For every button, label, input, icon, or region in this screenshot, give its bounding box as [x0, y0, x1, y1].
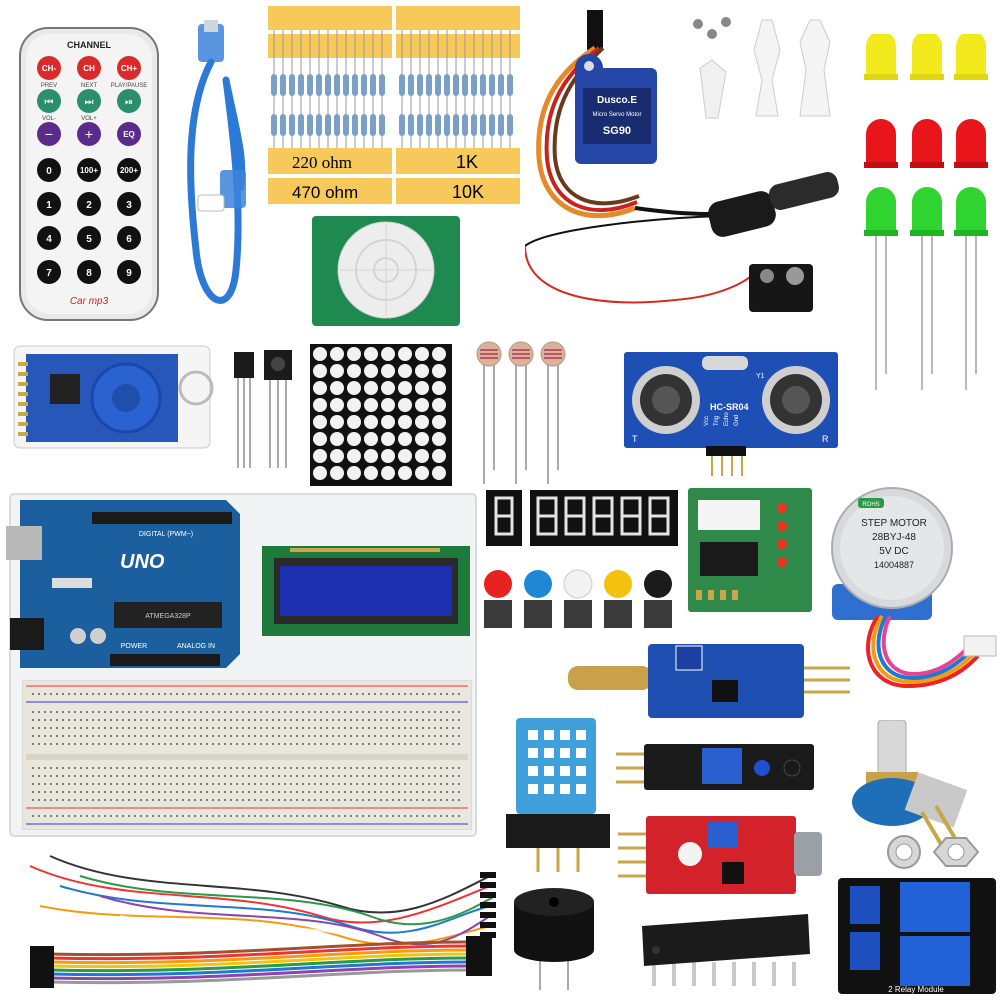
svg-text:7: 7	[46, 268, 52, 279]
buzzer	[514, 888, 594, 990]
svg-text:CH: CH	[83, 64, 95, 73]
svg-text:−: −	[45, 126, 53, 142]
svg-text:EQ: EQ	[123, 130, 135, 139]
svg-text:PLAY/PAUSE: PLAY/PAUSE	[111, 83, 147, 89]
svg-text:200+: 200+	[120, 166, 138, 175]
led-green-row	[864, 187, 988, 236]
rfid-module	[13, 345, 214, 449]
stepper-code: 14004887	[874, 560, 914, 570]
ultrasonic-model: HC-SR04	[710, 402, 749, 412]
seven-segment-displays	[486, 490, 678, 546]
remote-number-keys: 0 100+ 200+ 1 2 3 4 5 6 7 8 9	[37, 158, 141, 284]
photoresistors	[476, 341, 566, 484]
resistor-label-470: 470 ohm	[292, 183, 358, 202]
relay-label: 2 Relay Module	[888, 985, 944, 994]
svg-text:Vcc: Vcc	[704, 416, 710, 426]
svg-text:+: +	[85, 126, 93, 142]
svg-text:PREV: PREV	[41, 83, 57, 89]
uno-logo: UNO	[120, 551, 165, 573]
svg-text:Echo: Echo	[724, 412, 730, 426]
washer-and-nut	[887, 835, 980, 869]
servo-and-power: Dusco.E Micro Servo Motor SG90	[525, 10, 839, 312]
ir-obstacle-sensor	[616, 744, 814, 790]
svg-text:VOL+: VOL+	[81, 116, 97, 122]
led-yellow-row	[864, 34, 988, 80]
uno-power-label: POWER	[121, 643, 147, 650]
svg-text:⏯: ⏯	[125, 97, 133, 108]
svg-text:⏭: ⏭	[85, 97, 94, 108]
potentiometer	[852, 720, 968, 848]
svg-text:100+: 100+	[80, 166, 98, 175]
remote-brand: Car mp3	[70, 296, 109, 307]
uno-digital-label: DIGITAL (PWM~)	[139, 531, 193, 538]
usb-cable	[187, 20, 246, 304]
svg-text:⏮: ⏮	[45, 97, 54, 108]
svg-text:CH+: CH+	[121, 64, 138, 73]
led-dot-matrix	[310, 344, 452, 486]
tactile-buttons	[484, 569, 672, 628]
lcd-1602-module	[262, 546, 470, 636]
svg-text:T: T	[632, 434, 638, 444]
svg-text:0: 0	[46, 166, 52, 177]
svg-text:4: 4	[46, 234, 52, 245]
relay-module: 2 Relay Module	[838, 878, 996, 994]
pir-sensor	[312, 216, 460, 326]
uno-chip-label: ATMEGA328P	[145, 613, 191, 620]
resistor-label-1k: 1K	[456, 152, 478, 172]
shift-register-ic	[642, 914, 810, 986]
arduino-uno-board: ATMEGA328P DIGITAL (PWM~) UNO POWER ANAL…	[6, 500, 240, 668]
svg-text:Gnd: Gnd	[734, 415, 740, 426]
breadboard	[22, 680, 472, 830]
stepper-line3: 5V DC	[879, 546, 908, 557]
remote-header: CHANNEL	[67, 40, 112, 50]
remote-row3: − + EQ	[37, 122, 141, 146]
remote-row1: CH- CH CH+ PREV NEXT PLAY/PAUSE	[37, 56, 147, 89]
svg-text:NEXT: NEXT	[81, 83, 97, 89]
led-set	[864, 34, 988, 390]
servo-subtitle: Micro Servo Motor	[592, 112, 641, 118]
servo-horns	[693, 17, 831, 119]
resistor-label-220: 220 ohm	[292, 153, 352, 172]
svg-text:9: 9	[126, 268, 132, 279]
led-red-row	[864, 119, 988, 168]
svg-text:CH-: CH-	[42, 64, 57, 73]
svg-text:2: 2	[86, 200, 92, 211]
ultrasonic-sensor: Y1 HC-SR04 Vcc Trig Echo Gnd T R	[624, 352, 838, 476]
svg-text:Trig: Trig	[714, 416, 720, 426]
stepper-line1: STEP MOTOR	[861, 518, 927, 529]
ir-receiver-and-transistor	[234, 350, 292, 468]
svg-text:3: 3	[126, 200, 132, 211]
stepper-driver-board	[688, 488, 812, 612]
svg-text:R: R	[822, 434, 829, 444]
servo-model: SG90	[603, 125, 631, 137]
svg-text:8: 8	[86, 268, 92, 279]
servo-brand: Dusco.E	[597, 95, 637, 106]
svg-text:6: 6	[126, 234, 132, 245]
uno-analog-label: ANALOG IN	[177, 643, 215, 650]
remote-row2: ⏮ ⏭ ⏯ VOL- VOL+	[37, 89, 141, 122]
stepper-badge: ROHS	[862, 502, 879, 508]
stepper-line2: 28BYJ-48	[872, 532, 916, 543]
sound-sensor-module	[618, 816, 822, 894]
jumper-wires	[29, 855, 496, 988]
resistor-label-10k: 10K	[452, 182, 484, 202]
resistor-packs: 220 ohm 1K 470 ohm 10K	[268, 6, 520, 204]
ir-remote: CHANNEL CH- CH CH+ PREV NEXT PLAY/PAUSE …	[19, 27, 159, 321]
svg-text:VOL-: VOL-	[42, 116, 56, 122]
stepper-motor: ROHS STEP MOTOR 28BYJ-48 5V DC 14004887	[831, 487, 997, 689]
tilt-sensor-module	[568, 644, 850, 718]
dht11-sensor	[506, 718, 610, 872]
svg-text:1: 1	[46, 200, 52, 211]
ultrasonic-crystal: Y1	[756, 373, 765, 380]
svg-text:5: 5	[86, 234, 92, 245]
